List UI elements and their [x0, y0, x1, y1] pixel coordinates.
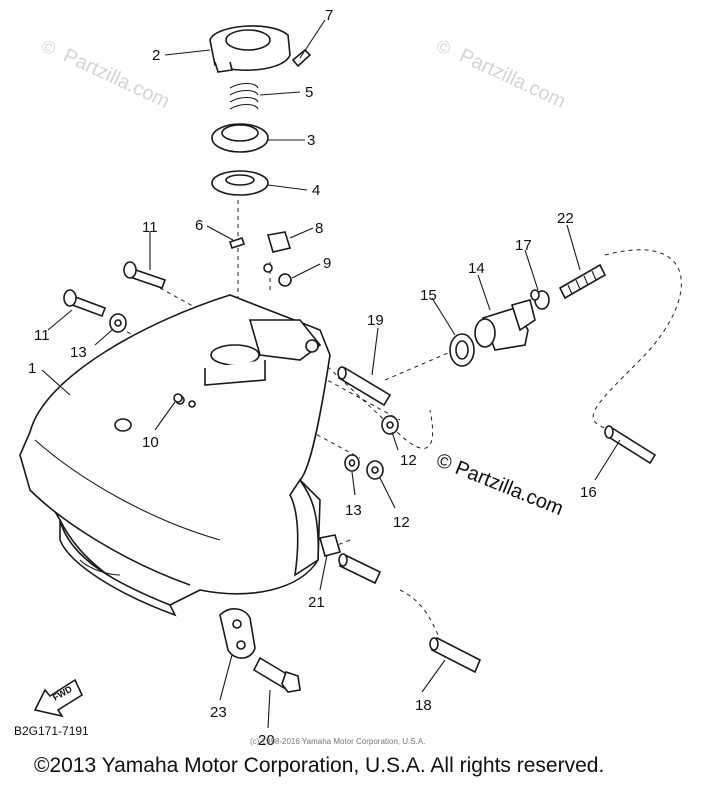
callout-11-lower: 11 — [34, 327, 50, 344]
hose-clamp-21 — [318, 534, 341, 557]
cap-spring — [229, 82, 259, 110]
tank-fitting — [173, 393, 183, 403]
forward-arrow: FWD — [33, 678, 84, 718]
callout-10: 10 — [142, 434, 159, 451]
callout-22: 22 — [557, 210, 574, 227]
bolt-lower — [63, 289, 107, 318]
bolt-upper — [123, 261, 167, 290]
fuel-cap — [209, 25, 291, 73]
callout-6: 6 — [195, 217, 203, 234]
cap-pin — [291, 48, 312, 68]
grommet-upper — [381, 415, 399, 435]
fuel-cock — [474, 299, 536, 351]
hose-19 — [337, 366, 392, 407]
gasket — [211, 170, 269, 196]
grommet-lower — [366, 460, 384, 480]
bracket-plate — [219, 608, 256, 659]
callout-8: 8 — [315, 220, 323, 237]
hose-clamp-17 — [530, 289, 550, 310]
callout-11-upper: 11 — [142, 219, 158, 236]
o-ring — [449, 333, 475, 367]
spring-hose — [558, 263, 607, 300]
bolt-20 — [252, 656, 301, 693]
callout-15: 15 — [420, 287, 437, 304]
washer-left — [109, 313, 127, 333]
callout-4: 4 — [312, 182, 320, 199]
callout-16: 16 — [580, 484, 597, 501]
fuel-tank — [19, 294, 331, 617]
diagram-code: B2G171-7191 — [14, 724, 89, 738]
callout-14: 14 — [468, 260, 485, 277]
clip — [266, 231, 292, 253]
cap-seal — [211, 123, 269, 153]
leader-lines — [41, 19, 621, 729]
watermark-top-right-symbol: © — [433, 35, 453, 59]
hose-18 — [338, 553, 482, 674]
callout-20: 20 — [258, 732, 275, 749]
callout-2: 2 — [152, 47, 160, 64]
callout-5: 5 — [305, 84, 313, 101]
fuel-pipe-16 — [604, 425, 657, 465]
callout-23: 23 — [210, 704, 227, 721]
footer-copyright: ©2013 Yamaha Motor Corporation, U.S.A. A… — [34, 754, 605, 777]
callout-1: 1 — [28, 360, 36, 377]
callout-7: 7 — [325, 7, 333, 24]
watermark-top-right: Partzilla.com — [456, 45, 569, 113]
callout-21: 21 — [308, 594, 325, 611]
small-clip — [263, 263, 292, 287]
callout-3: 3 — [307, 132, 315, 149]
callout-19: 19 — [367, 312, 384, 329]
callout-17: 17 — [515, 237, 532, 254]
callout-12-upper: 12 — [400, 452, 417, 469]
callout-13-right: 13 — [345, 502, 362, 519]
callout-12-lower: 12 — [393, 514, 410, 531]
washer-right — [344, 454, 360, 472]
small-copyright: (c) 1998-2016 Yamaha Motor Corporation, … — [250, 737, 426, 746]
watermark-top-left-symbol: © — [38, 35, 58, 59]
partzilla-watermark: © Partzilla.com — [433, 449, 566, 520]
callouts: 1 2 3 4 5 6 7 8 9 10 11 11 12 12 13 13 1… — [28, 7, 597, 749]
callout-13-left: 13 — [70, 344, 87, 361]
small-pin — [228, 236, 246, 250]
callout-18: 18 — [415, 697, 432, 714]
callout-9: 9 — [323, 255, 331, 272]
